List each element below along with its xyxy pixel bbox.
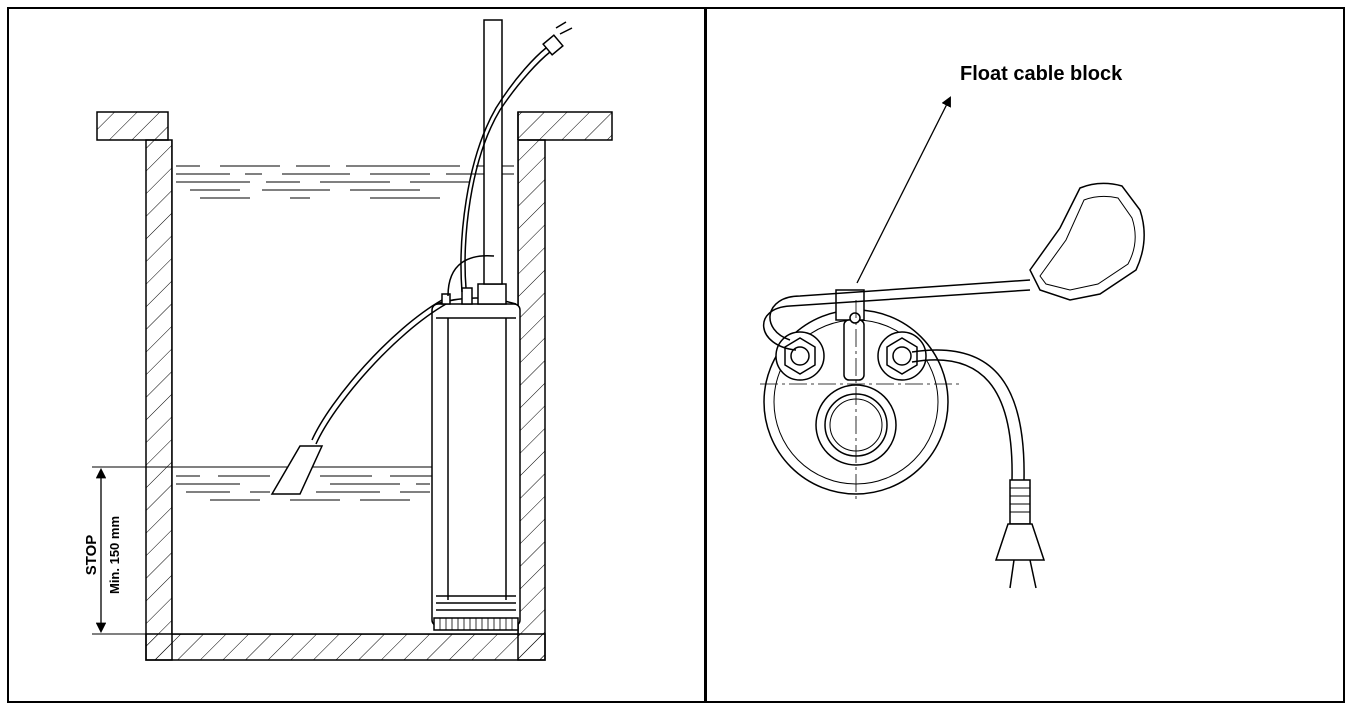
right-panel-border <box>705 7 1345 703</box>
min-depth-label: Min. 150 mm <box>107 516 122 594</box>
plug-bottom-icon <box>994 479 1046 589</box>
pit-floor <box>145 633 546 661</box>
stop-label: STOP <box>83 535 100 576</box>
submersible-pump <box>431 19 521 631</box>
float-switch-right-icon <box>1029 182 1145 301</box>
float-cable-block-label: Float cable block <box>960 63 1123 85</box>
float-switch-left <box>270 299 447 495</box>
center-lines <box>760 300 960 500</box>
pit-wall-left <box>145 139 173 661</box>
power-cable-left <box>447 47 551 297</box>
water-level-high <box>176 165 514 199</box>
pit-wall-right <box>517 139 546 661</box>
float-cable-right <box>762 279 1031 351</box>
min-depth-dimension <box>92 467 146 635</box>
callout-arrow <box>856 96 951 284</box>
ground-slab-left <box>96 111 169 141</box>
plug-top-icon <box>542 21 573 56</box>
power-cable-right <box>911 349 1025 481</box>
ground-slab-right <box>517 111 613 141</box>
